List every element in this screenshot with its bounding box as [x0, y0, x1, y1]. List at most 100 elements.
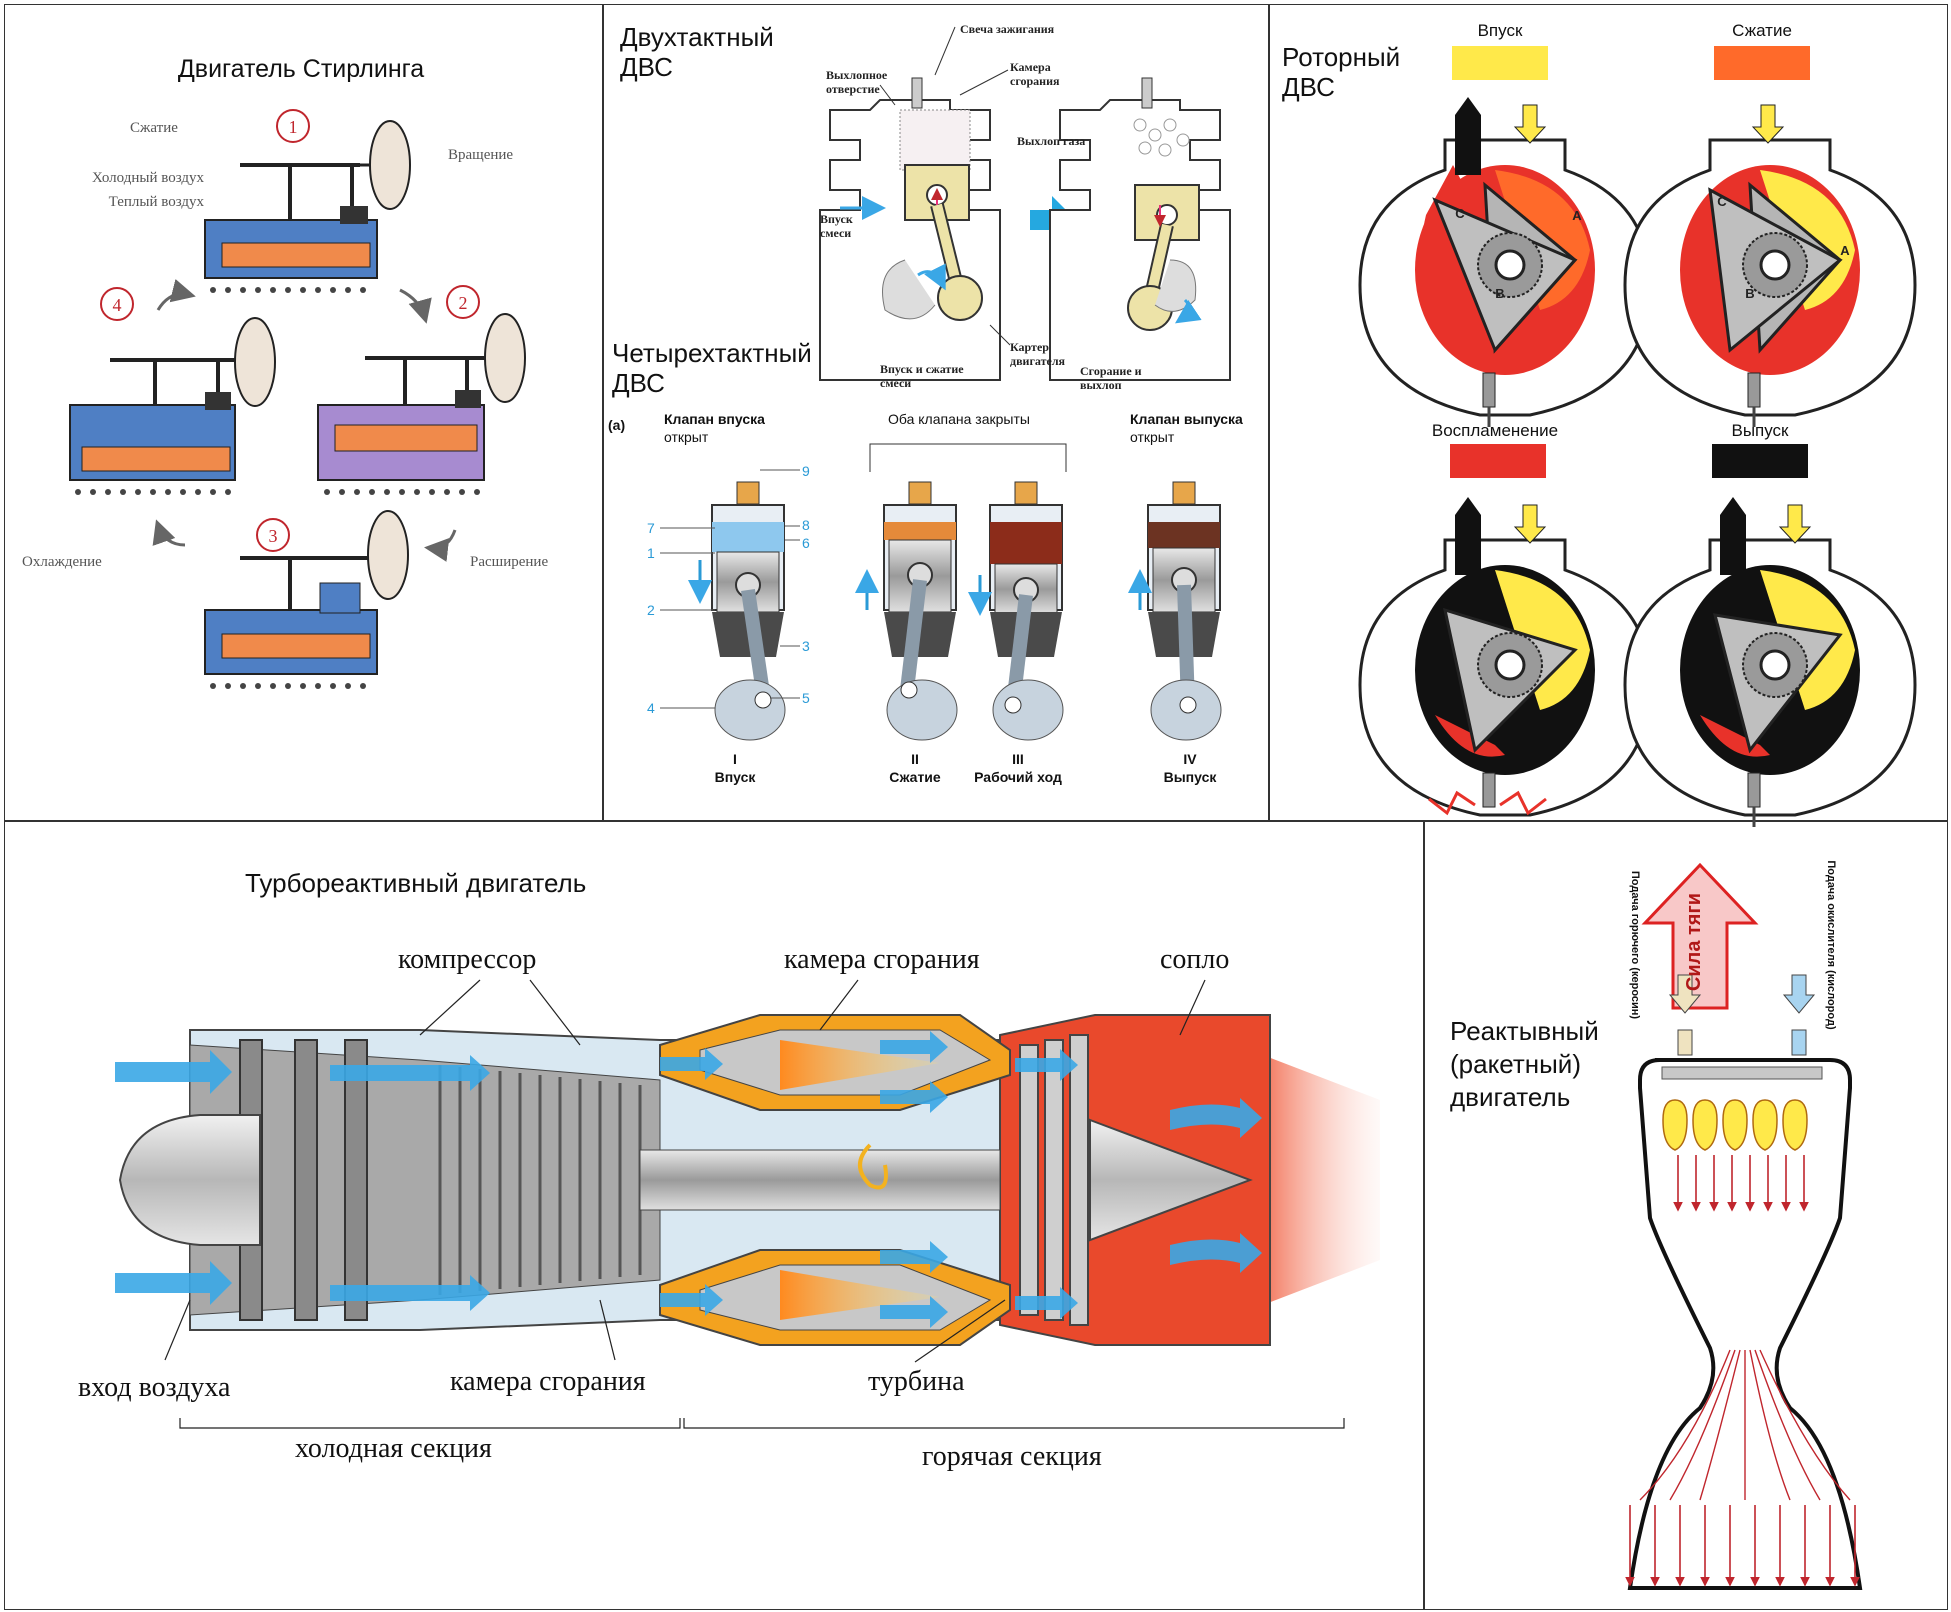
header-exhaust-open-sub: открыт — [1130, 429, 1175, 445]
label-intake-compression: Впуск и сжатие смеси — [880, 362, 964, 390]
stroke-number: III — [1012, 751, 1024, 767]
stroke-number: I — [733, 751, 737, 767]
header-exhaust-open: Клапан выпуска — [1130, 411, 1243, 427]
label-compression: Сжатие — [130, 120, 178, 136]
phase-swatch — [1450, 444, 1546, 478]
label-combustion-exhaust: Сгорание и выхлоп — [1080, 364, 1142, 392]
oxidizer-feed-label: Подача окислителя (кислород) — [1825, 860, 1837, 1030]
stirling-stage-2 — [317, 313, 526, 495]
label-spark-plug: Свеча зажигания — [960, 22, 1055, 36]
phase-name: Воспламенение — [1432, 421, 1558, 440]
label-cold-section: холодная секция — [295, 1433, 492, 1464]
label-cooling: Охлаждение — [22, 554, 102, 570]
part-number: 7 — [647, 520, 655, 536]
rotary-engines — [1358, 97, 1917, 827]
fuel-feed-label: Подача горючего (керосин) — [1629, 871, 1641, 1020]
rotary-stage-intake — [1358, 97, 1652, 427]
rotary-title: Роторный ДВС — [1282, 42, 1401, 102]
part-number: 4 — [647, 700, 655, 716]
rotary-stage-compression — [1623, 104, 1917, 427]
step-number: 2 — [459, 293, 468, 313]
stroke-number: II — [911, 751, 919, 767]
stroke-number: IV — [1183, 751, 1197, 767]
rotor-label: C — [1717, 194, 1727, 209]
label-air-inlet: вход воздуха — [78, 1372, 231, 1403]
label-cold-air: Холодный воздух — [91, 170, 204, 186]
label-rotation: Вращение — [448, 147, 513, 163]
rocket-diagram — [1625, 862, 1863, 1590]
label-hot-section: горячая секция — [922, 1441, 1102, 1472]
panel-rocket — [1423, 820, 1948, 1610]
stirling-diagram — [69, 109, 526, 689]
label-exhaust-port: Выхлопное отверстие — [826, 68, 888, 96]
stirling-stage-3 — [204, 510, 409, 689]
four-stroke-title: Четырехтактный ДВС — [612, 338, 812, 398]
part-number: 3 — [802, 638, 810, 654]
label-mixture-intake: Впуск смеси — [820, 212, 853, 240]
panel-ice — [602, 4, 1270, 822]
rotor-label: C — [1455, 206, 1465, 221]
rotor-label: A — [1840, 243, 1850, 258]
step-number: 3 — [269, 526, 278, 546]
part-number: 9 — [802, 463, 810, 479]
rotary-stage-exhaust — [1623, 497, 1917, 827]
rotary-stage-ignition — [1358, 497, 1652, 817]
two-stroke-diagram — [819, 26, 1231, 381]
panel-label: (a) — [608, 417, 625, 433]
header-intake-open-sub: открыт — [664, 429, 709, 445]
label-nozzle: сопло — [1160, 944, 1229, 975]
header-both-closed: Оба клапана закрыты — [888, 411, 1030, 427]
rotor-label: B — [1495, 286, 1504, 301]
step-number: 4 — [113, 295, 122, 315]
label-combustion-bottom: камера сгорания — [450, 1366, 646, 1397]
label-compressor: компрессор — [398, 944, 536, 975]
oxidizer-arrow-icon — [1782, 974, 1816, 1014]
rocket-title: Реактывный (ракетный) двигатель — [1450, 1016, 1599, 1112]
two-stroke-title: Двухтактный ДВС — [620, 22, 774, 82]
rotor-label: A — [1572, 208, 1582, 223]
phase-name: Сжатие — [1732, 21, 1792, 40]
thrust-label: Сила тяги — [1683, 893, 1705, 991]
cycle-arrow-icon — [424, 529, 457, 562]
stirling-stage-1 — [204, 120, 411, 293]
part-number: 1 — [647, 545, 655, 561]
label-crankcase: Картер двигателя — [1010, 340, 1066, 368]
phase-name: Впуск — [1478, 21, 1523, 40]
stroke-name: Рабочий ход — [974, 769, 1062, 785]
phase-name: Выпуск — [1731, 421, 1789, 440]
stirling-stage-4 — [69, 317, 276, 495]
label-combustion-chamber: Камера сгорания — [1010, 60, 1060, 88]
label-turbine: турбина — [868, 1366, 965, 1397]
part-number: 6 — [802, 535, 810, 551]
four-stroke-cylinders — [660, 469, 1222, 741]
two-stroke-engine-left — [819, 77, 1001, 381]
phase-swatch — [1712, 444, 1808, 478]
cycle-arrow-icon — [156, 279, 196, 311]
stroke-name: Сжатие — [889, 769, 941, 785]
label-combustion-top: камера сгорания — [784, 944, 980, 975]
thrust-arrow-icon — [1641, 862, 1759, 1010]
part-number: 5 — [802, 690, 810, 706]
turbojet-diagram — [115, 979, 1380, 1429]
label-gas-exhaust: Выхлоп газа — [1017, 134, 1085, 148]
phase-swatch — [1714, 46, 1810, 80]
label-expansion: Расширение — [470, 554, 548, 570]
label-warm-air: Теплый воздух — [108, 194, 204, 210]
stroke-name: Выпуск — [1164, 769, 1218, 785]
turbojet-title: Турбореактивный двигатель — [245, 868, 586, 898]
part-number: 8 — [802, 517, 810, 533]
part-number: 2 — [647, 602, 655, 618]
rotor-label: B — [1745, 286, 1754, 301]
cycle-arrow-icon — [152, 519, 186, 547]
phase-swatch — [1452, 46, 1548, 80]
panel-turbojet — [4, 820, 1425, 1610]
header-intake-open: Клапан впуска — [664, 411, 765, 427]
step-number: 1 — [289, 117, 298, 137]
panel-rotary — [1268, 4, 1948, 822]
stroke-name: Впуск — [715, 769, 757, 785]
cycle-arrow-icon — [399, 288, 432, 324]
two-stroke-engine-right — [1049, 77, 1231, 381]
panel-stirling — [4, 4, 604, 822]
